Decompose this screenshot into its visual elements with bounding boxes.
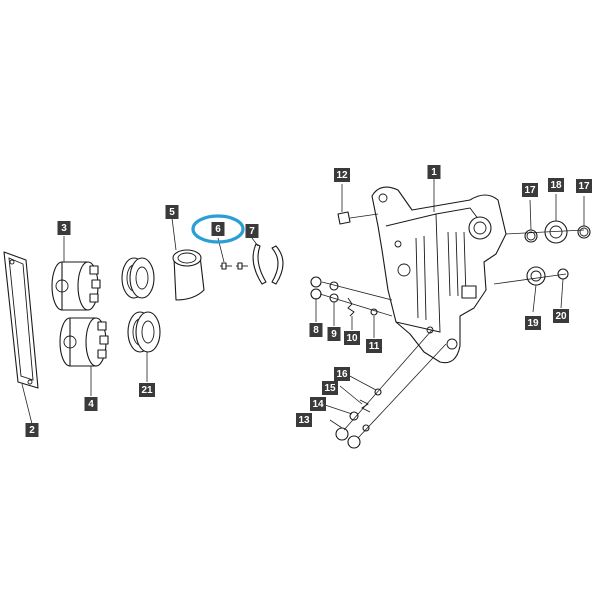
bearing-upper-part	[121, 257, 155, 299]
callout-9[interactable]: 9	[327, 327, 341, 341]
oring-small-part	[557, 268, 569, 280]
callout-box	[327, 327, 341, 341]
callout-number: 18	[550, 180, 562, 191]
callout-number: 9	[331, 329, 337, 340]
callout-number: 21	[141, 385, 153, 396]
callout-number: 3	[61, 223, 67, 234]
callout-box	[296, 413, 312, 427]
callout-number: 2	[29, 425, 35, 436]
callout-number: 12	[336, 170, 348, 181]
fitting-8-part	[310, 276, 322, 300]
callout-box	[553, 309, 569, 323]
callout-3[interactable]: 3	[57, 221, 71, 235]
callout-box	[322, 381, 338, 395]
callout-number: 16	[336, 369, 348, 380]
callout-box	[309, 323, 323, 337]
callout-number: 15	[324, 383, 336, 394]
callout-1[interactable]: 1	[427, 165, 441, 179]
callout-10[interactable]: 10	[344, 331, 360, 345]
callout-number: 17	[578, 181, 590, 192]
callout-number: 14	[312, 399, 324, 410]
callout-box	[427, 165, 441, 179]
selected-callout-highlight	[191, 214, 245, 244]
callout-box	[139, 383, 155, 397]
ball-11-part	[370, 308, 378, 316]
callout-14[interactable]: 14	[310, 397, 326, 411]
cylinder-block-lower-part	[59, 317, 109, 367]
callout-number: 20	[555, 311, 567, 322]
cylinder-block-upper-part	[51, 261, 101, 311]
gasket-part	[3, 251, 39, 389]
callout-box	[548, 178, 564, 192]
callout-17[interactable]: 17	[522, 183, 538, 197]
callout-box	[522, 183, 538, 197]
callout-17[interactable]: 17	[576, 179, 592, 193]
washer-14-part	[349, 411, 370, 432]
callout-box	[310, 397, 326, 411]
callout-2[interactable]: 2	[25, 423, 39, 437]
callout-18[interactable]: 18	[548, 178, 564, 192]
callout-number: 1	[431, 167, 437, 178]
swash-plate-part	[172, 249, 205, 301]
seal-part	[526, 266, 546, 286]
callout-box	[334, 367, 350, 381]
callout-4[interactable]: 4	[84, 397, 98, 411]
callout-box	[334, 168, 350, 182]
callout-12[interactable]: 12	[334, 168, 350, 182]
callout-8[interactable]: 8	[309, 323, 323, 337]
callout-11[interactable]: 11	[366, 339, 382, 353]
callout-box	[245, 224, 259, 238]
callout-21[interactable]: 21	[139, 383, 155, 397]
callout-6[interactable]: 6	[211, 222, 225, 236]
callout-5[interactable]: 5	[165, 205, 179, 219]
callout-16[interactable]: 16	[334, 367, 350, 381]
callout-box	[57, 221, 71, 235]
callout-box	[84, 397, 98, 411]
callout-20[interactable]: 20	[553, 309, 569, 323]
bearing-lower-part	[127, 311, 161, 353]
leader-lines	[21, 178, 585, 429]
spring-10-part	[347, 297, 355, 317]
callout-13[interactable]: 13	[296, 413, 312, 427]
callout-number: 19	[527, 318, 539, 329]
pin-part	[220, 262, 248, 270]
oring-far-right-part	[577, 225, 591, 239]
callout-number: 13	[298, 415, 310, 426]
callout-15[interactable]: 15	[322, 381, 338, 395]
callout-number: 5	[169, 207, 175, 218]
callout-number: 4	[88, 399, 94, 410]
callout-number: 11	[369, 341, 380, 352]
callout-number: 6	[215, 224, 221, 235]
callout-box	[344, 331, 360, 345]
callout-box	[211, 222, 225, 236]
callout-number: 17	[524, 185, 536, 196]
plug-13-part	[335, 427, 361, 449]
callout-number: 8	[313, 325, 319, 336]
callout-7[interactable]: 7	[245, 224, 259, 238]
transmission-housing-part	[371, 186, 507, 364]
callout-number: 10	[346, 333, 358, 344]
callout-box	[25, 423, 39, 437]
plug-part	[337, 211, 379, 225]
callout-box	[525, 316, 541, 330]
oring-right-part	[524, 229, 538, 243]
callout-box	[165, 205, 179, 219]
callout-19[interactable]: 19	[525, 316, 541, 330]
shim-part	[252, 243, 284, 285]
callout-box	[366, 339, 382, 353]
callout-box	[576, 179, 592, 193]
callout-number: 7	[249, 226, 255, 237]
